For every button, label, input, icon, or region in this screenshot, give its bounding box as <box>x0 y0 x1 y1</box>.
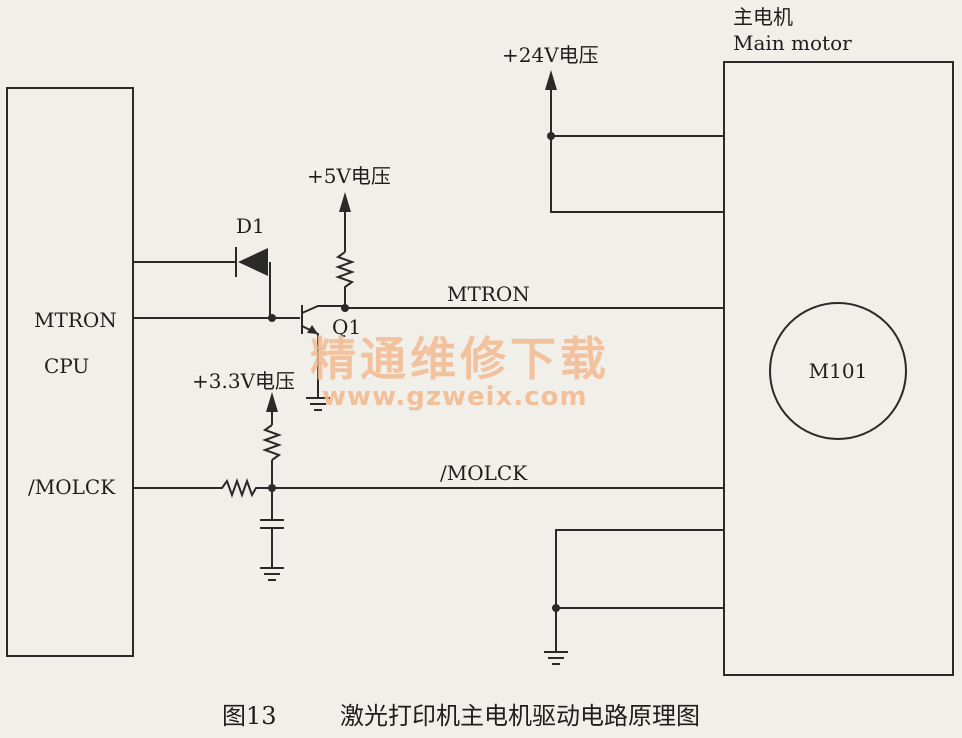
motor-title-cn: 主电机 <box>733 5 793 29</box>
watermark-cn: 精通维修下载 <box>310 332 610 386</box>
v33-label: +3.3V电压 <box>192 369 295 393</box>
cpu-pin-molck-label: /MOLCK <box>28 475 116 499</box>
motor-symbol <box>769 302 907 440</box>
d1-diode-body <box>238 248 268 276</box>
d1-wire <box>133 261 271 316</box>
d1-label: D1 <box>236 214 265 238</box>
v5-resistor <box>335 251 355 290</box>
v24-junction-dot <box>547 132 555 140</box>
motor-title-en: Main motor <box>733 31 852 55</box>
v33-resistor <box>262 424 282 461</box>
caption-title: 激光打印机主电机驱动电路原理图 <box>340 702 700 730</box>
molck-cpu-wire <box>133 478 724 498</box>
watermark-url: www.gzweix.com <box>322 382 588 412</box>
motor-id-label: M101 <box>809 359 868 383</box>
q1-label: Q1 <box>332 315 361 339</box>
motor-ground-wire <box>555 529 724 652</box>
mtron-net-label: MTRON <box>447 282 530 306</box>
cpu-block <box>6 87 134 657</box>
q1-ground-symbol <box>306 397 330 411</box>
v24-label: +24V电压 <box>502 43 599 67</box>
motor-ground-junction <box>552 604 560 612</box>
q1-emitter-arrow <box>307 325 318 334</box>
caption-figure-number: 图13 <box>222 702 277 730</box>
cpu-pin-mtron-label: MTRON <box>34 308 117 332</box>
mtron-junction-dot <box>268 314 276 322</box>
v24-supply-wire <box>550 90 724 213</box>
v5-label: +5V电压 <box>307 164 391 188</box>
molck-net-label: /MOLCK <box>440 461 528 485</box>
v33-arrow <box>266 392 278 412</box>
q1-collector <box>301 305 345 314</box>
v24-arrow <box>545 70 557 90</box>
cpu-label: CPU <box>44 354 89 378</box>
v5-arrow <box>339 192 351 212</box>
motor-ground-symbol <box>544 651 568 665</box>
cap-ground-symbol <box>260 567 284 581</box>
motor-block <box>723 61 954 676</box>
